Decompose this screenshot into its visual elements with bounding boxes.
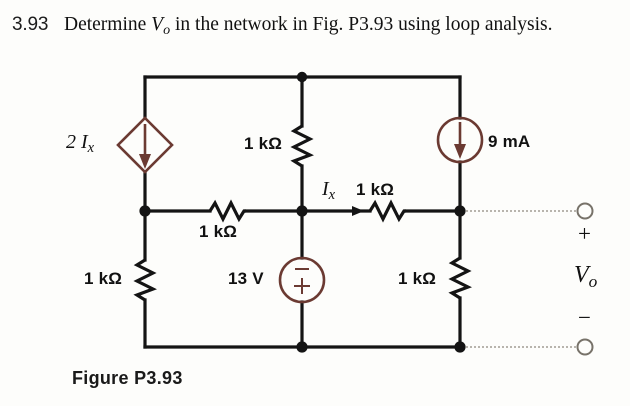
output-terminals <box>466 202 594 356</box>
label-dependent-source-subscript: x <box>87 140 95 157</box>
voltage-source-symbol <box>278 256 326 304</box>
dependent-current-source-symbol <box>116 116 174 174</box>
resistor-top-symbol <box>290 124 314 168</box>
independent-current-source-symbol <box>436 116 484 164</box>
node-bottom-right <box>454 341 466 353</box>
label-output-voltage: Vo <box>574 262 597 292</box>
current-ix-arrow-head <box>352 206 364 216</box>
label-output-voltage-subscript: o <box>588 271 598 291</box>
label-terminal-minus: − <box>578 305 591 330</box>
node-mid-center <box>296 205 308 217</box>
node-mid-left <box>139 205 151 217</box>
resistor-ix-branch-symbol <box>368 199 406 223</box>
circuit-nodes <box>139 71 466 353</box>
resistor-right-symbol <box>448 256 472 300</box>
label-resistor-middle: 1 kΩ <box>199 222 238 241</box>
problem-text-tail: in the network in Fig. P3.93 using loop … <box>170 14 553 35</box>
problem-number: 3.93 <box>12 14 49 35</box>
label-resistor-top: 1 kΩ <box>244 134 283 153</box>
label-resistor-left: 1 kΩ <box>84 269 123 288</box>
figure-caption: Figure P3.93 <box>72 368 183 388</box>
label-resistor-right: 1 kΩ <box>398 269 437 288</box>
label-current-ix: Ix <box>322 178 335 204</box>
label-voltage-source: 13 V <box>228 269 264 288</box>
problem-symbol-vo-subscript: o <box>163 21 171 38</box>
node-bottom-center <box>296 341 308 353</box>
label-output-voltage-text: V <box>574 262 589 288</box>
current-ix-arrow <box>352 206 364 216</box>
problem-text-lead: Determine <box>64 14 152 35</box>
voltage-source-outline <box>278 256 326 304</box>
diamond-outline <box>116 116 174 174</box>
label-dependent-source-text: 2 I <box>66 131 88 153</box>
current-source-outline <box>436 116 484 164</box>
node-top-center <box>296 71 308 83</box>
label-current-source: 9 mA <box>488 132 531 151</box>
label-resistor-ix-branch: 1 kΩ <box>356 180 395 199</box>
resistor-left-symbol <box>133 258 157 302</box>
label-current-ix-text: I <box>322 178 329 200</box>
problem-symbol-vo: V <box>151 14 164 35</box>
terminal-node-negative <box>576 338 594 356</box>
label-terminal-plus: + <box>578 221 591 246</box>
resistor-middle-symbol <box>208 199 246 223</box>
label-dependent-source: 2 Ix <box>66 131 94 157</box>
terminal-node-positive <box>576 202 594 220</box>
label-current-ix-subscript: x <box>328 187 336 204</box>
dependent-source-arrow-head <box>139 154 151 169</box>
current-source-arrow-head <box>454 144 466 159</box>
problem-text: Determine Vo in the network in Fig. P3.9… <box>64 12 594 43</box>
node-mid-right <box>454 205 466 217</box>
